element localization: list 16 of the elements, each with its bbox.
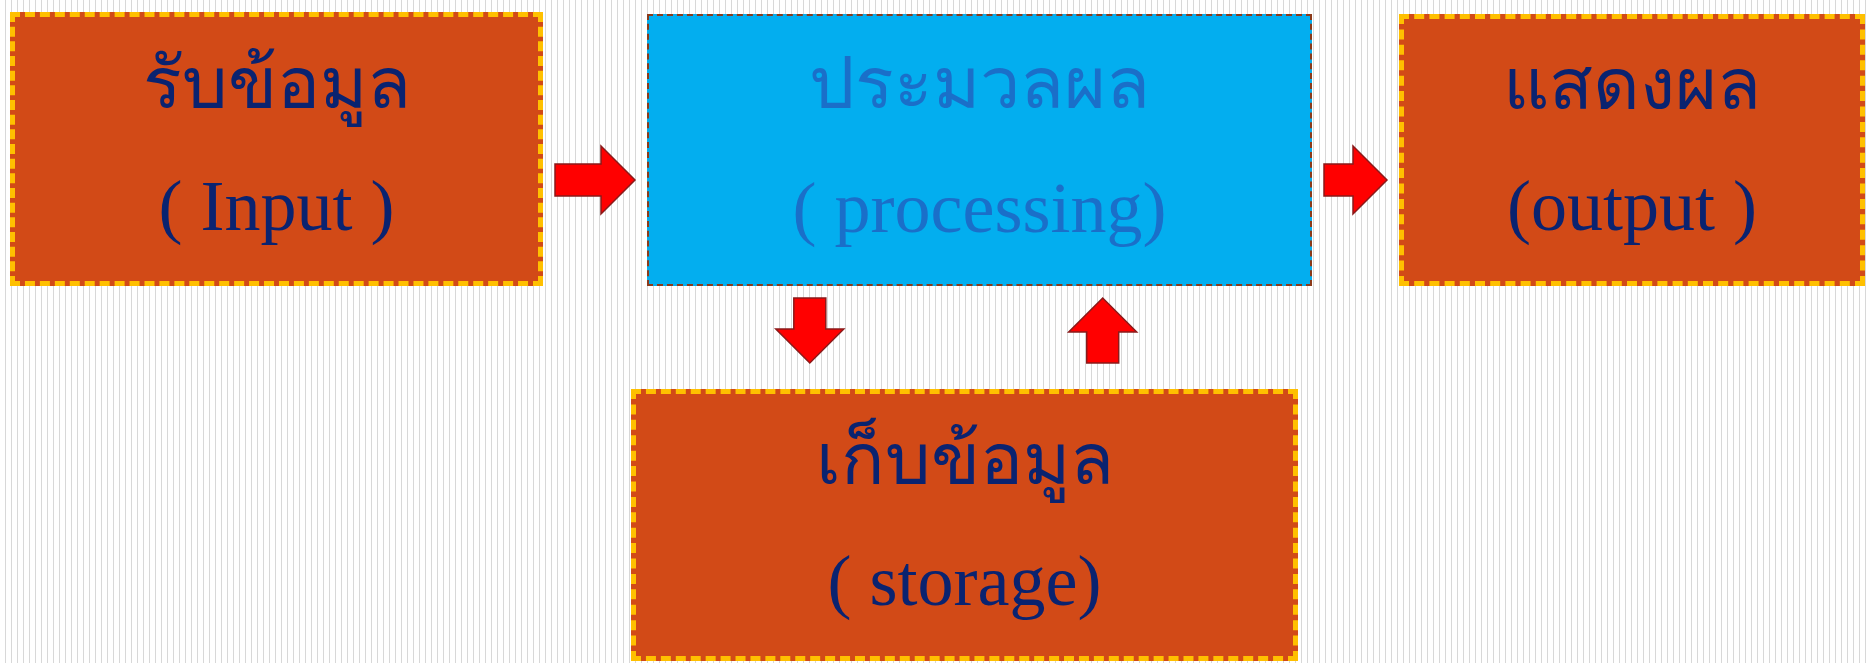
step-box <box>631 389 1298 661</box>
step-title: แสดงผล <box>1503 44 1761 127</box>
step-box <box>1399 14 1865 286</box>
step-subtitle: (output ) <box>1507 165 1757 248</box>
block-arrow <box>1323 144 1389 216</box>
step-title: รับข้อมูล <box>142 42 411 126</box>
block-arrow <box>1066 296 1139 364</box>
step-title: เก็บข้อมูล <box>815 419 1114 502</box>
step-box <box>10 12 543 286</box>
step-title: ประมวลผล <box>809 42 1150 126</box>
step-subtitle: ( Input ) <box>158 164 395 248</box>
block-arrow <box>774 297 846 365</box>
step-subtitle: ( storage) <box>827 540 1102 623</box>
step-subtitle: ( processing) <box>792 166 1167 250</box>
block-arrow <box>554 144 637 216</box>
process-box <box>647 14 1312 286</box>
